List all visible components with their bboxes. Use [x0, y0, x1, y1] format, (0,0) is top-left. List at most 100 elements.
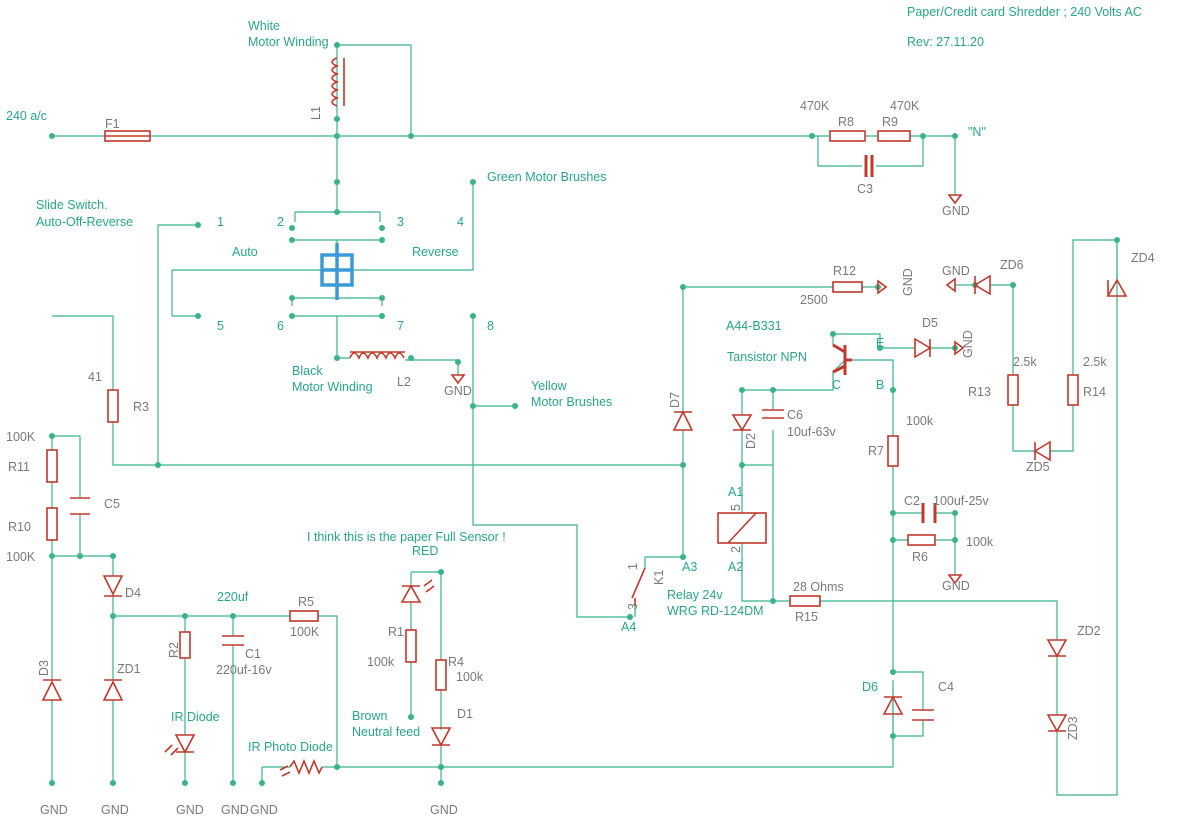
junction-dots [49, 42, 1120, 786]
r15-value: 28 Ohms [793, 580, 844, 594]
capacitor-c3 [864, 155, 874, 177]
zd1-ref: ZD1 [117, 662, 141, 676]
resistor-r12 [832, 281, 863, 293]
resistor-r3 [107, 389, 119, 423]
switch-pin-5: 5 [217, 319, 224, 333]
relay-coil [717, 512, 767, 544]
r6-ref: R6 [912, 550, 928, 564]
resistor-r13 [1007, 374, 1019, 406]
inductor-l1 [331, 57, 345, 107]
r8-ref: R8 [838, 115, 854, 129]
k1-pin3: 3 [626, 603, 640, 610]
r1-ref: R1 [388, 625, 404, 639]
coil-pin5: 5 [729, 504, 743, 511]
r6-value: 100k [966, 535, 994, 549]
r14-value: 2.5k [1083, 355, 1107, 369]
gnd-ir-diode: GND [176, 803, 204, 817]
base-label: B [876, 378, 884, 392]
r5-value: 100K [290, 625, 320, 639]
r4-value: 100k [456, 670, 484, 684]
resistor-r9 [877, 130, 911, 142]
zener-zd4 [1106, 278, 1128, 297]
relay-contact-k1 [631, 567, 646, 606]
r10-ref: R10 [8, 520, 31, 534]
inductor-l2 [349, 351, 405, 360]
r7-ref: R7 [868, 444, 884, 458]
r5-ref: R5 [298, 595, 314, 609]
diode-d2 [731, 414, 753, 432]
led-red [400, 579, 435, 603]
neutral-label: "N" [968, 125, 986, 139]
relay-label-2: WRG RD-124DM [667, 604, 764, 618]
green-brushes-label: Green Motor Brushes [487, 170, 607, 184]
r3-ref: R3 [133, 400, 149, 414]
r12-value: 2500 [800, 293, 828, 307]
zd5-ref: ZD5 [1026, 460, 1050, 474]
gnd-neutral: GND [942, 204, 970, 218]
zd3-ref: ZD3 [1066, 716, 1080, 740]
ground-symbols [450, 194, 965, 585]
gnd-d3: GND [40, 803, 68, 817]
resistor-r14 [1067, 374, 1079, 406]
neutral-feed-label: Neutral feed [352, 725, 420, 739]
zener-zd2 [1046, 639, 1068, 658]
d1-ref: D1 [457, 707, 473, 721]
labels: Paper/Credit card Shredder ; 240 Volts A… [6, 5, 1155, 817]
gnd-l2: GND [444, 384, 472, 398]
slide-switch-label-1: Slide Switch. [36, 198, 108, 212]
r11-value: 100K [6, 430, 36, 444]
switch-pin-6: 6 [277, 319, 284, 333]
c6-ref: C6 [787, 408, 803, 422]
l1-ref: L1 [309, 106, 323, 120]
a2-label: A2 [728, 560, 743, 574]
zener-d6 [882, 695, 904, 715]
yellow-brushes-label-1: Yellow [531, 379, 568, 393]
r3-value: 41 [88, 370, 102, 384]
zd2-ref: ZD2 [1077, 624, 1101, 638]
diagram-title: Paper/Credit card Shredder ; 240 Volts A… [907, 5, 1142, 19]
wires [51, 44, 1118, 796]
switch-pin-2: 2 [277, 215, 284, 229]
diode-d3 [41, 679, 63, 701]
gnd-r6: GND [942, 579, 970, 593]
red-led-label: RED [412, 544, 438, 558]
r15-ref: R15 [795, 610, 818, 624]
gnd-d5: GND [961, 330, 975, 358]
r1-value: 100k [367, 655, 395, 669]
capacitor-c5 [70, 497, 90, 515]
c3-ref: C3 [857, 182, 873, 196]
r12-ref: R12 [833, 264, 856, 278]
d5-ref: D5 [922, 316, 938, 330]
resistor-r2 [179, 631, 191, 659]
d3-ref: D3 [37, 660, 51, 676]
a1-label: A1 [728, 485, 743, 499]
c2-value: 100uf-25v [933, 494, 989, 508]
auto-label: Auto [232, 245, 258, 259]
r2-ref: R2 [167, 642, 181, 658]
k1-ref: K1 [652, 570, 666, 585]
resistor-r10 [46, 507, 58, 541]
transistor-npn [832, 343, 852, 375]
reverse-label: Reverse [412, 245, 459, 259]
gnd-zd1: GND [101, 803, 129, 817]
k1-pin1: 1 [626, 563, 640, 570]
c1-note: 220uf [217, 590, 249, 604]
r13-ref: R13 [968, 385, 991, 399]
r10-value: 100K [6, 550, 36, 564]
r11-ref: R11 [8, 460, 30, 474]
resistor-r5 [289, 610, 319, 622]
collector-label: C [832, 378, 841, 392]
resistor-r6 [907, 534, 936, 546]
black-winding-label-2: Motor Winding [292, 380, 373, 394]
c4-ref: C4 [938, 680, 954, 694]
r9-ref: R9 [882, 115, 898, 129]
f1-ref: F1 [105, 117, 120, 131]
c6-value: 10uf-63v [787, 425, 836, 439]
resistor-r7 [887, 435, 899, 467]
gnd-photo-diode: GND [250, 803, 278, 817]
relay-label-1: Relay 24v [667, 588, 723, 602]
c1-value: 220uf-16v [216, 663, 272, 677]
resistor-r11 [46, 449, 58, 483]
white-winding-label-2: Motor Winding [248, 35, 329, 49]
ir-photo-diode-label: IR Photo Diode [248, 740, 333, 754]
